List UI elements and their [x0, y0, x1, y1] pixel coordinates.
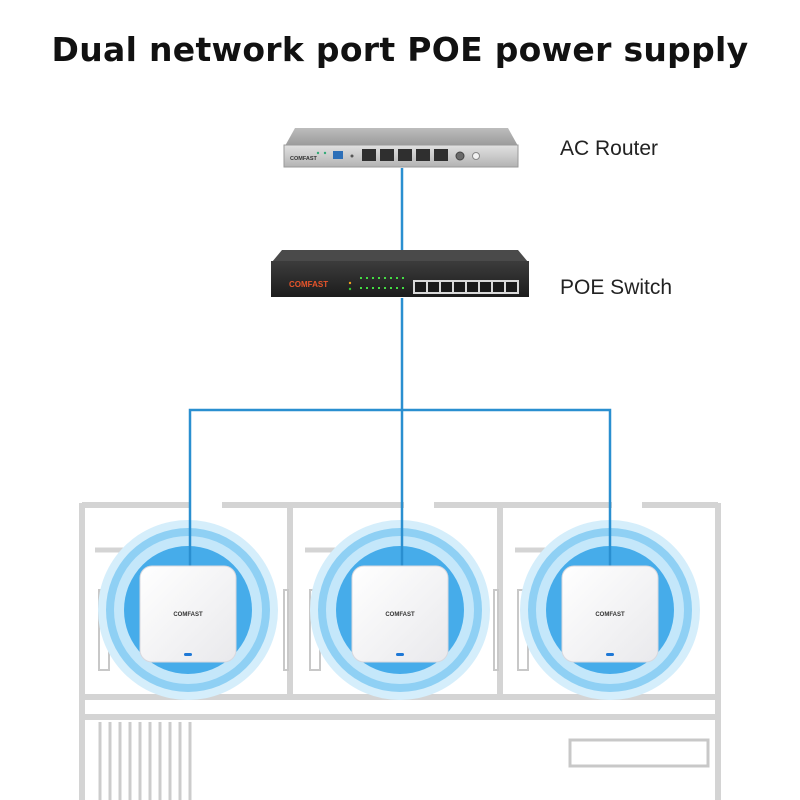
- access-point-1-brand: COMFAST: [173, 612, 203, 618]
- access-point-1: [139, 565, 237, 663]
- ac-router-device: [283, 128, 519, 168]
- network-cables: [188, 168, 612, 575]
- ac-router-label: AC Router: [560, 137, 659, 160]
- access-point-3-brand: COMFAST: [595, 612, 625, 618]
- access-point-2: [351, 565, 449, 663]
- stairs: [98, 722, 192, 800]
- poe-switch-device: [271, 250, 529, 297]
- poe-switch-label: POE Switch: [560, 276, 673, 299]
- ac-router-brand: COMFAST: [290, 156, 318, 162]
- page-title: Dual network port POE power supply: [51, 30, 749, 69]
- poe-switch-brand: COMFAST: [289, 280, 328, 289]
- access-point-2-brand: COMFAST: [385, 612, 415, 618]
- access-point-3: [561, 565, 659, 663]
